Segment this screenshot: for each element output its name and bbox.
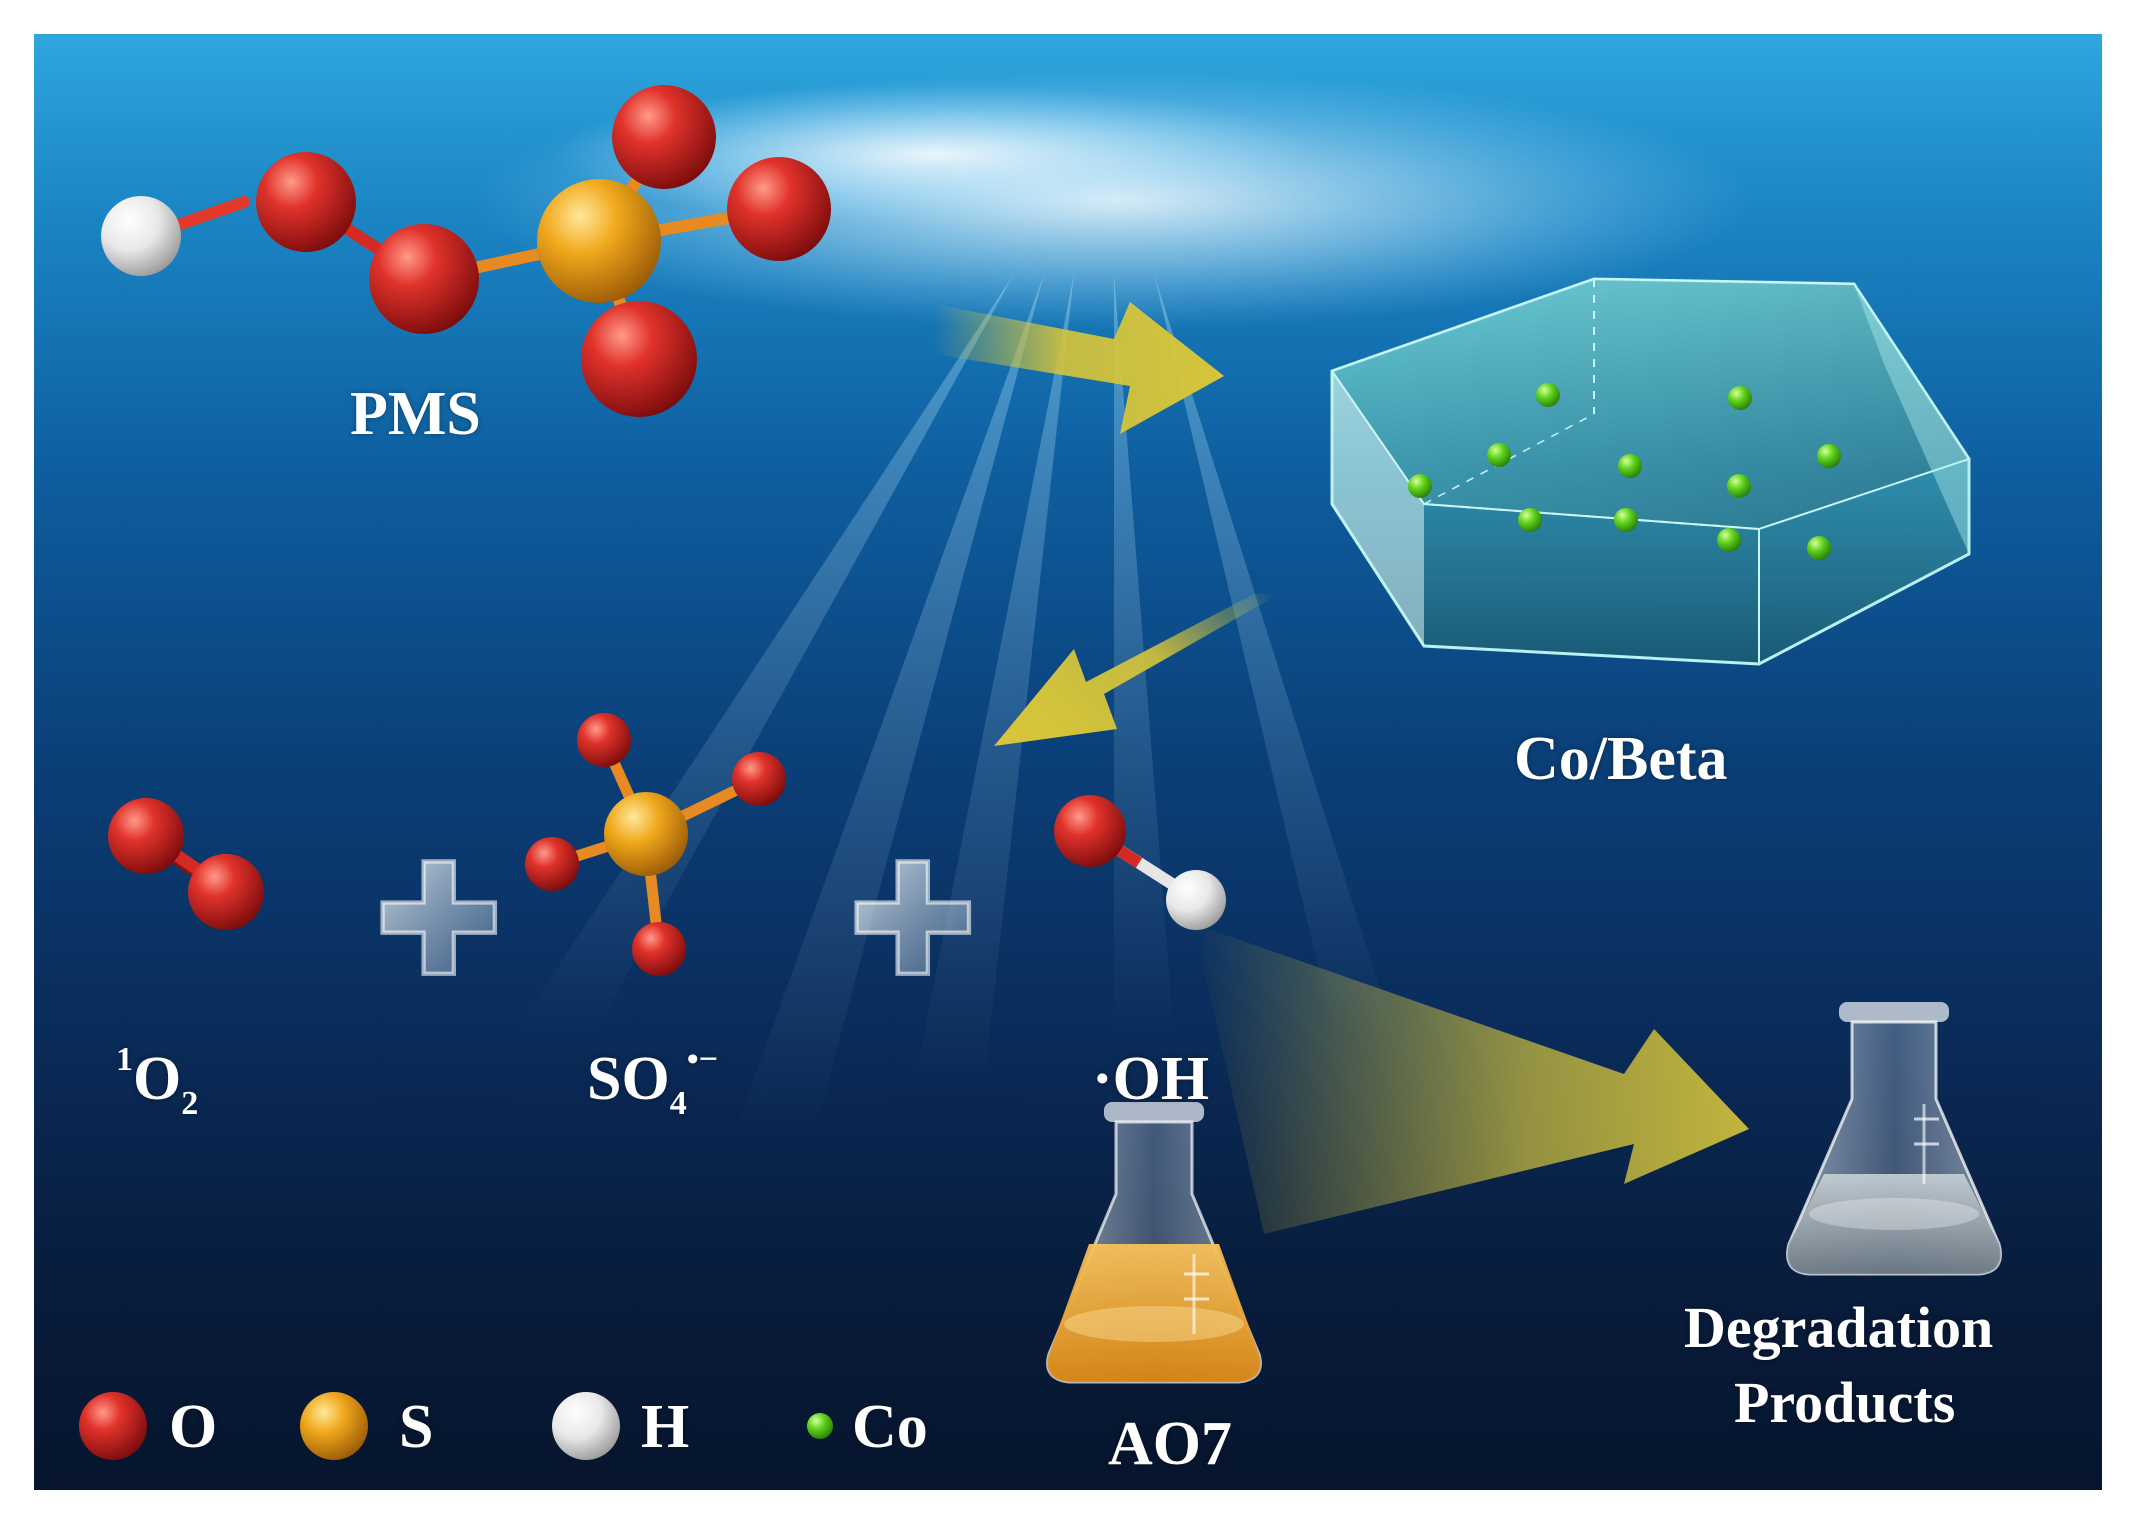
degradation-products-label-line1: Degradation xyxy=(1684,1295,1994,1360)
legend-hydrogen-marker xyxy=(552,1392,620,1460)
plus-sign-1 xyxy=(380,859,498,976)
singlet-oxygen-molecule xyxy=(108,798,264,930)
hydroxyl-radical-label: ·OH xyxy=(1092,1045,1210,1113)
degradation-products-flask xyxy=(1786,1002,2002,1276)
hydroxyl-radical-molecule xyxy=(1054,795,1226,930)
degradation-products-label-line2: Products xyxy=(1734,1370,1956,1435)
pms-label: PMS xyxy=(350,380,481,448)
co-beta-crystal xyxy=(1330,277,1971,666)
cobalt-sites xyxy=(1408,383,1841,560)
sulfate-radical-element: SO xyxy=(587,1045,670,1113)
sulfate-radical-charge: •− xyxy=(686,1041,719,1079)
legend-oxygen-marker xyxy=(79,1392,147,1460)
arrow-to-degradation xyxy=(1194,924,1749,1234)
plus-sign-2 xyxy=(854,859,972,976)
arrow-to-radicals xyxy=(994,594,1279,746)
diagram-graphics xyxy=(79,69,2002,1460)
sulfate-radical-label: SO4 •− xyxy=(587,1041,719,1122)
singlet-oxygen-superscript: 1 xyxy=(116,1041,134,1079)
co-beta-label: Co/Beta xyxy=(1514,725,1728,793)
legend-markers xyxy=(79,1392,833,1460)
sulfate-radical-molecule xyxy=(525,713,786,976)
legend-cobalt-marker xyxy=(807,1413,833,1439)
legend-sulfur-marker xyxy=(300,1392,368,1460)
pms-molecule xyxy=(101,85,831,417)
diagram-canvas: PMS Co/Beta 1O2 SO4•− ·OH AO7 Degradatio… xyxy=(34,34,2102,1490)
legend-hydrogen-label: H xyxy=(641,1393,690,1461)
ao7-flask xyxy=(1046,1102,1262,1384)
legend-sulfur-label: S xyxy=(399,1393,434,1461)
legend-cobalt-label: Co xyxy=(852,1393,928,1461)
sulfate-radical-subscript: 4 xyxy=(669,1085,687,1123)
singlet-oxygen-subscript: 2 xyxy=(181,1085,199,1123)
singlet-oxygen-element: O xyxy=(133,1045,182,1113)
legend-oxygen-label: O xyxy=(169,1393,218,1461)
singlet-oxygen-label: 1O2 xyxy=(116,1041,198,1122)
ao7-label: AO7 xyxy=(1108,1410,1232,1478)
arrow-to-catalyst xyxy=(934,302,1224,434)
